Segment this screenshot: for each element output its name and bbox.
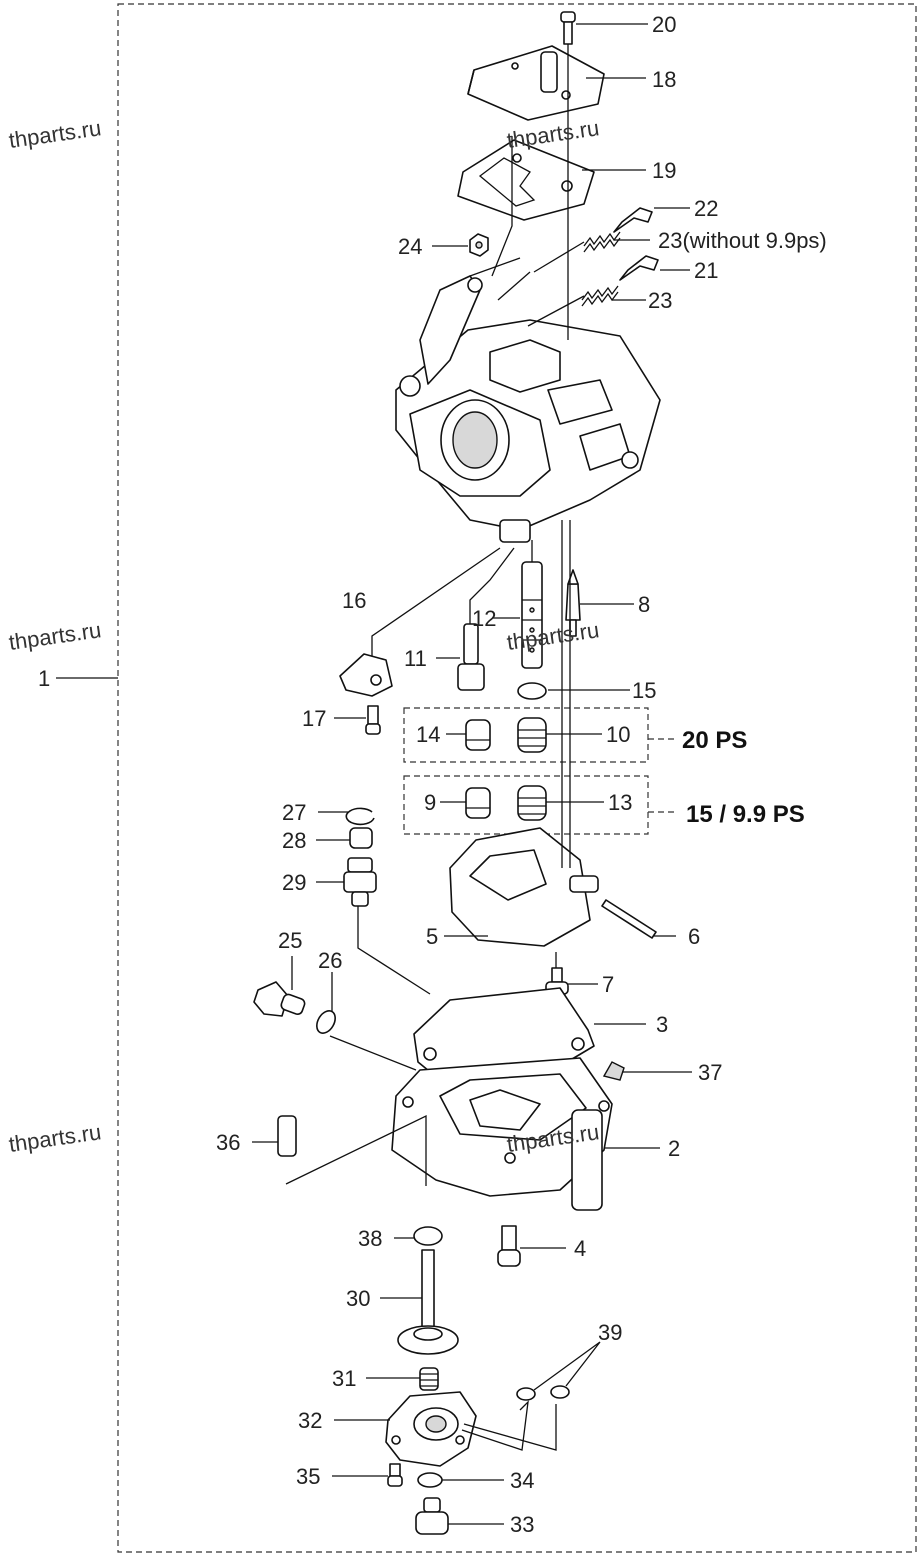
callout-13: 13 [608, 790, 632, 815]
callout-35: 35 [296, 1464, 320, 1489]
watermark: thparts.ru [505, 617, 601, 655]
watermark: thparts.ru [505, 115, 601, 153]
part-9-main-jet [465, 787, 491, 819]
callout-9: 9 [424, 790, 436, 815]
part-5-float [449, 827, 599, 947]
part-21-screw [619, 255, 659, 281]
callout-14: 14 [416, 722, 440, 747]
part-34-washer [417, 1472, 443, 1488]
watermark: thparts.ru [7, 617, 103, 655]
callout-18: 18 [652, 67, 676, 92]
part-32-pump-cover [385, 1391, 477, 1467]
assembly-guide-lines [285, 44, 571, 1451]
callout-32: 32 [298, 1408, 322, 1433]
part-39-o-ring-b [550, 1385, 570, 1399]
part-4-screw [497, 1225, 521, 1267]
part-11-jet [457, 623, 485, 691]
callout-34: 34 [510, 1468, 534, 1493]
callout-38: 38 [358, 1226, 382, 1251]
part-25-drain-screw [253, 981, 306, 1017]
part-17-screw [365, 705, 381, 735]
part-2-float-bowl [391, 1057, 613, 1211]
callout-11: 11 [404, 646, 427, 671]
group-label-15-9-9ps: 15 / 9.9 PS [686, 801, 805, 828]
part-30-accelerator-plunger [397, 1249, 459, 1355]
callout-4: 4 [574, 1236, 586, 1261]
part-39-o-ring-a [516, 1387, 536, 1401]
group-box-20ps [403, 707, 649, 763]
callout-30: 30 [346, 1286, 370, 1311]
part-24-nut [469, 233, 489, 257]
callout-26: 26 [318, 948, 342, 973]
part-12-emulsion-tube [521, 561, 543, 669]
callout-31: 31 [332, 1366, 356, 1391]
callout-2: 2 [668, 1136, 680, 1161]
callout-19: 19 [652, 158, 676, 183]
part-23-spring-lower [581, 285, 619, 307]
part-20-screw [560, 11, 576, 45]
part-10-pilot-jet [517, 717, 547, 753]
part-26-o-ring [316, 1010, 336, 1034]
watermark: thparts.ru [7, 1119, 103, 1157]
part-31-spring [419, 1367, 439, 1391]
callout-22: 22 [694, 196, 718, 221]
callout-27: 27 [282, 800, 306, 825]
callout-39: 39 [598, 1320, 622, 1345]
part-6-float-pin [601, 899, 657, 939]
part-27-clip [345, 807, 375, 826]
callout-33: 33 [510, 1512, 534, 1537]
callout-28: 28 [282, 828, 306, 853]
carburetor-body [395, 241, 661, 543]
callout-15: 15 [632, 678, 656, 703]
callout-1: 1 [38, 666, 50, 691]
watermark: thparts.ru [7, 115, 103, 153]
callout-6: 6 [688, 924, 700, 949]
part-19-gasket [457, 139, 595, 221]
part-15-o-ring [517, 682, 547, 700]
callout-16: 16 [342, 588, 366, 613]
callout-23: 23 [648, 288, 672, 313]
callout-7: 7 [602, 972, 614, 997]
part-38-o-ring [413, 1226, 443, 1246]
callout-21: 21 [694, 258, 718, 283]
callout-12: 12 [472, 606, 496, 631]
part-29-pilot-screw [343, 857, 377, 907]
part-14-main-jet [465, 719, 491, 751]
part-36-plug [277, 1115, 297, 1157]
assembly-boundary [117, 3, 917, 1553]
callout-29: 29 [282, 870, 306, 895]
callout-10: 10 [606, 722, 630, 747]
part-13-pilot-jet [517, 785, 547, 821]
callout-3: 3 [656, 1012, 668, 1037]
part-35-screw [387, 1463, 403, 1487]
callout-5: 5 [426, 924, 438, 949]
part-22-screw [613, 207, 653, 233]
callout-36: 36 [216, 1130, 240, 1155]
part-23-spring-upper [583, 231, 621, 253]
callout-8: 8 [638, 592, 650, 617]
callout-leaders [56, 23, 692, 1525]
callout-17: 17 [302, 706, 326, 731]
callout-24: 24 [398, 234, 422, 259]
callout-23-without-9-9ps: 23(without 9.9ps) [658, 228, 827, 253]
part-37-cap [602, 1061, 625, 1081]
part-33-screw [415, 1497, 449, 1535]
group-label-20ps: 20 PS [682, 727, 747, 754]
part-28-cap [349, 827, 373, 849]
callout-20: 20 [652, 12, 676, 37]
callout-37: 37 [698, 1060, 722, 1085]
part-16-bracket [339, 653, 393, 697]
part-18-cover-plate [467, 45, 605, 121]
callout-25: 25 [278, 928, 302, 953]
